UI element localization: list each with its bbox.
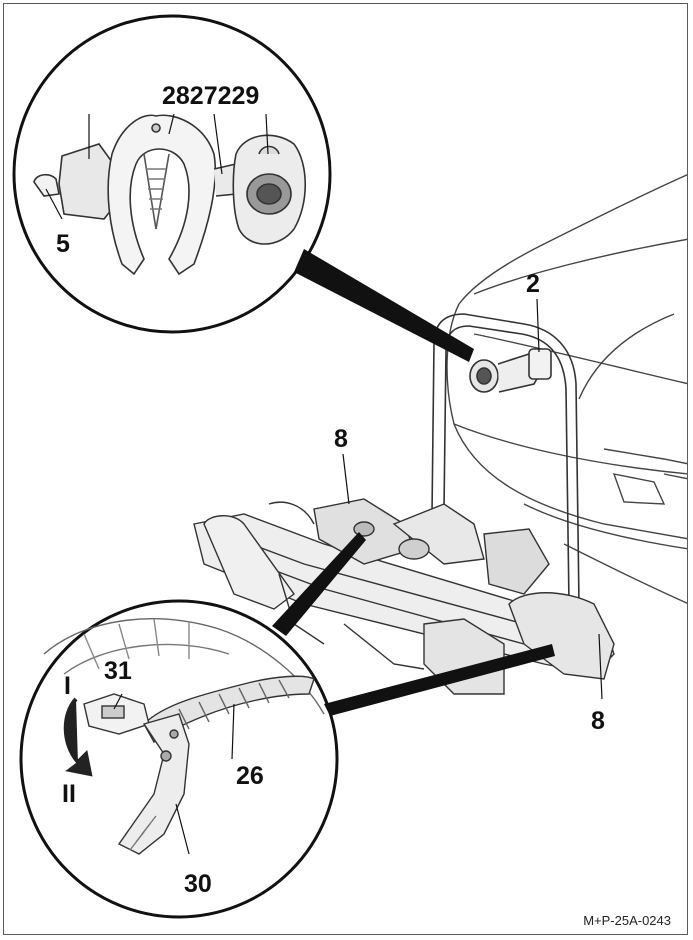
- reference-code: M+P-25A-0243: [583, 913, 671, 928]
- callout-I: I: [64, 672, 71, 700]
- callout-8-lower: 8: [591, 707, 605, 735]
- callout-5: 5: [56, 230, 70, 258]
- top-connector: [294, 249, 474, 362]
- bottom-connector-upper: [272, 532, 366, 636]
- rack-leaders: [342, 298, 603, 700]
- callout-8-upper: 8: [334, 425, 348, 453]
- callout-II: II: [62, 780, 76, 808]
- rack-platform: [193, 498, 615, 695]
- illustration: [12, 14, 687, 919]
- callout-2: 2: [526, 270, 540, 298]
- callout-26: 26: [236, 762, 264, 790]
- callout-top-group: 2827229: [162, 82, 260, 110]
- callout-30: 30: [184, 870, 212, 898]
- rack-arm: [431, 313, 580, 605]
- detail-circle-top: [12, 14, 332, 334]
- callout-31: 31: [104, 657, 132, 685]
- diagram-frame: 2827229 5 2 8 8 31 I II 26 30 M+P-25A-02…: [3, 3, 688, 935]
- detail-circle-bottom: [19, 599, 339, 919]
- bottom-connector-lower: [324, 644, 555, 716]
